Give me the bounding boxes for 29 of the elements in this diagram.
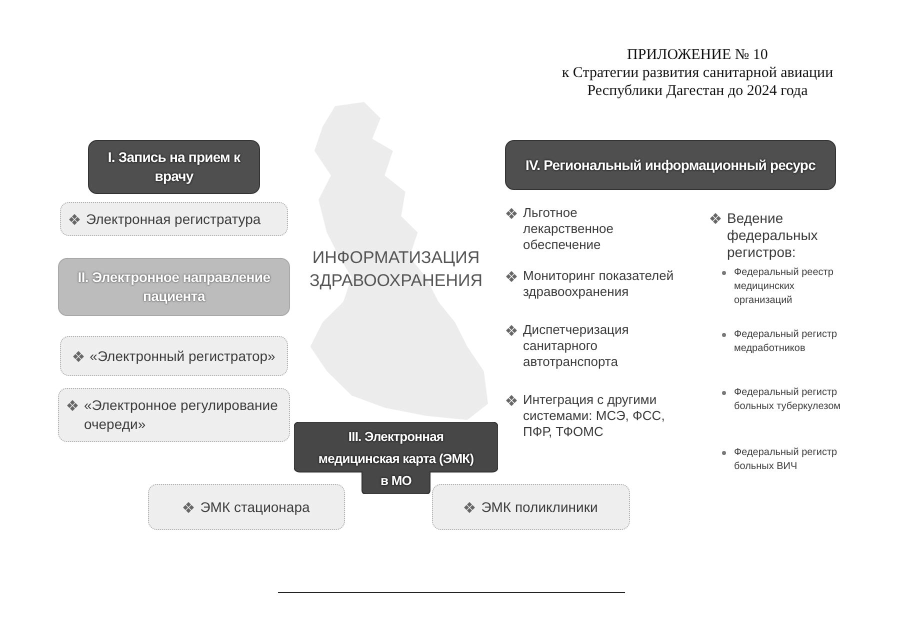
document-header: ПРИЛОЖЕНИЕ № 10 [627, 46, 768, 64]
list-item: Ведение федеральных регистров: [727, 210, 819, 261]
item-box [60, 202, 288, 236]
list-item: Федеральный регистр медработников [734, 328, 838, 356]
section-heading-box [88, 140, 260, 194]
section-heading-box [58, 258, 290, 316]
list-item: Федеральный регистр больных ВИЧ [734, 446, 838, 474]
diagram-title: ИНФОРМАТИЗАЦИЯ ЗДРАВООХРАНЕНИЯ [308, 247, 484, 292]
item-text: «Электронный регистратор» [90, 346, 276, 366]
item-box [58, 388, 290, 442]
list-item: Льготное лекарственное обеспечение [523, 205, 615, 253]
item-text: ЭМК поликлиники [481, 498, 598, 516]
item-text: ЭМК стационара [200, 498, 310, 516]
section-heading: I. Запись на прием к врачу [106, 148, 242, 186]
section-heading: IV. Региональный информационный ресурс [526, 156, 816, 174]
section-heading: II. Электронное направление пациента [76, 268, 272, 306]
list-item: Диспетчеризация санитарного автотранспорта [523, 322, 630, 370]
list-item: Федеральный реестр медицинских организаций [734, 266, 834, 308]
item-text: Электронная регистратура [86, 210, 261, 228]
item-box [432, 484, 630, 530]
item-box [60, 336, 288, 376]
section-heading-box [505, 140, 836, 190]
item-text: «Электронное регулирование очереди» [84, 396, 279, 434]
list-item: Интеграция с другими системами: МСЭ, ФСС, ПФР, ТФОМС [523, 392, 666, 440]
section-heading: III. Электронная медицинская карта (ЭМК) в МО [317, 428, 475, 490]
list-item: Мониторинг показателей здравоохранения [523, 268, 675, 300]
document-header: к Стратегии развития санитарной авиации Республики Дагестан до 2024 года [560, 64, 834, 100]
item-box [148, 484, 345, 530]
list-item: Федеральный регистр больных туберкулезом [734, 386, 842, 414]
